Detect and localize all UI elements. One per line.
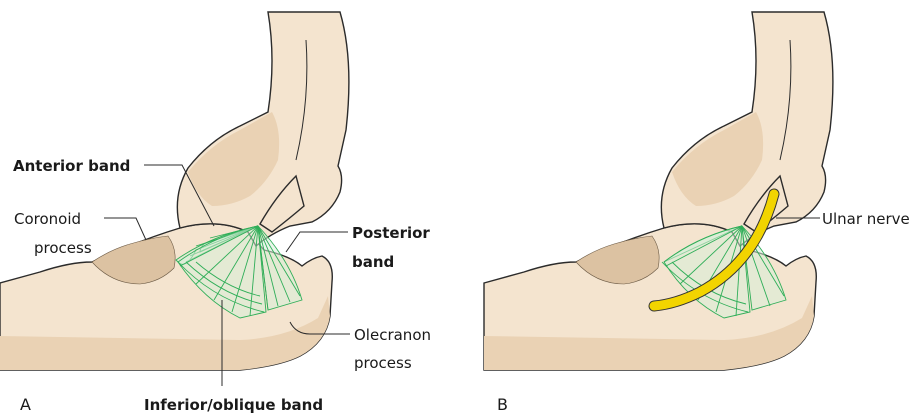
label-anterior-band: Anterior band — [13, 157, 130, 175]
elbow-panel-b: Ulnar nerve B — [484, 12, 910, 414]
leader-posterior-band — [286, 232, 348, 252]
label-inferior-band: Inferior/oblique band — [144, 396, 323, 414]
label-coronoid-2: process — [34, 239, 92, 257]
panel-label-b: B — [497, 395, 508, 414]
label-olecranon-2: process — [354, 354, 412, 372]
label-ulnar-nerve: Ulnar nerve — [822, 210, 910, 228]
label-olecranon-1: Olecranon — [354, 326, 431, 344]
label-posterior-1: Posterior — [352, 224, 430, 242]
elbow-panel-a: Anterior band Coronoid process Posterior… — [0, 12, 431, 414]
leader-coronoid — [104, 218, 146, 240]
label-posterior-2: band — [352, 253, 394, 271]
panel-label-a: A — [20, 395, 31, 414]
label-coronoid-1: Coronoid — [14, 210, 81, 228]
